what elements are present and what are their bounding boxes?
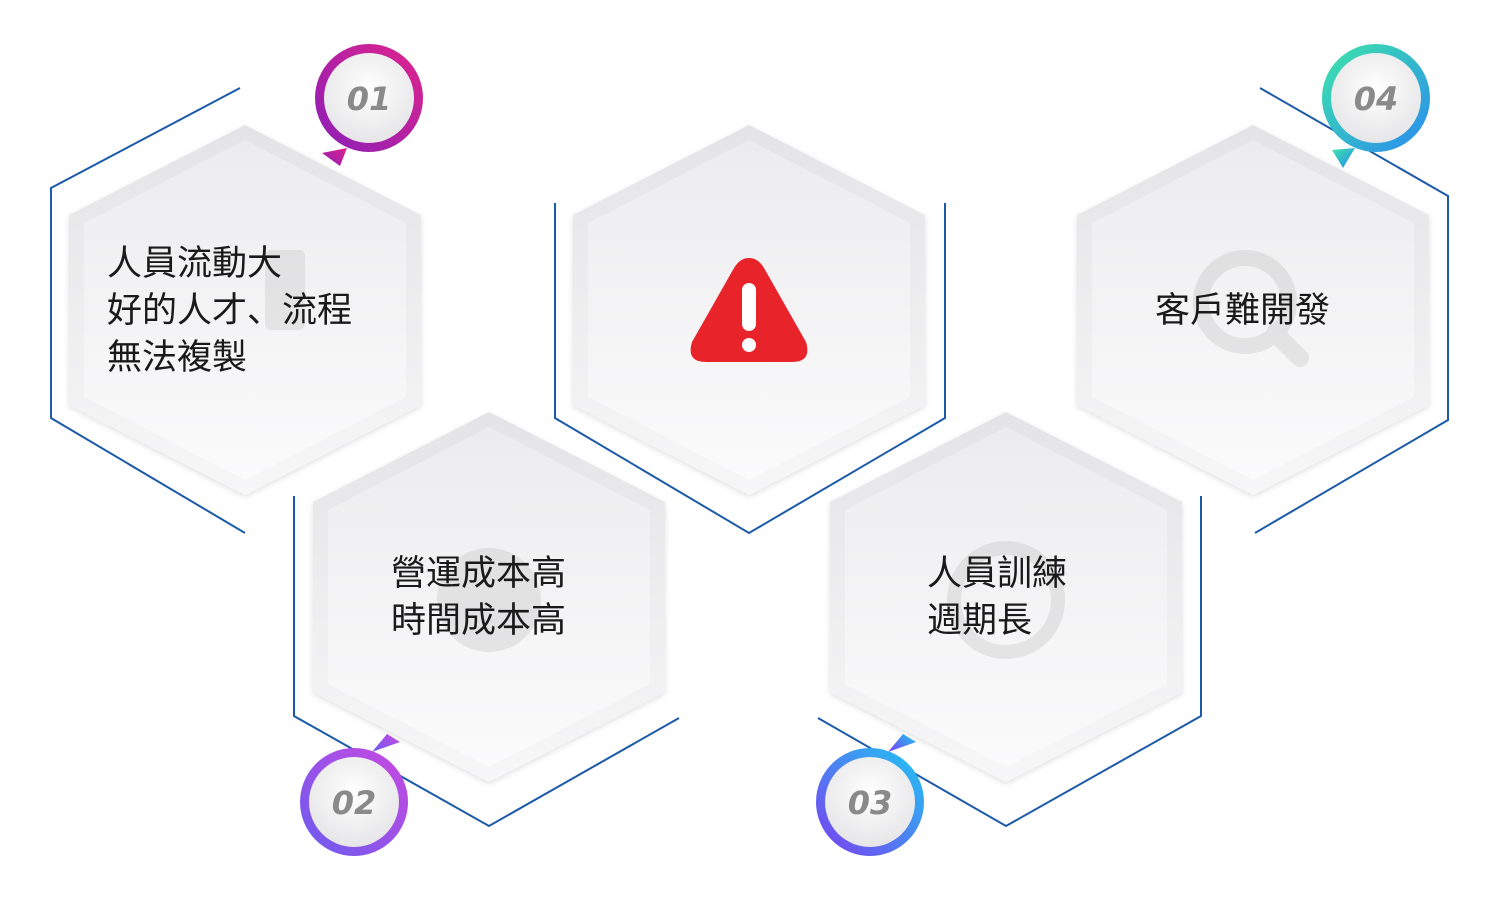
badge-02-number: 02 [332,784,377,822]
item-01-label: 人員流動大 好的人才、流程 無法複製 [107,241,352,382]
people-icon [265,250,305,330]
item-02-label: 營運成本高 時間成本高 [391,551,566,645]
item-03-line-2: 週期長 [927,601,1033,641]
clock-icon [437,548,541,652]
item-04-label: 客戶難開發 [1155,288,1330,335]
item-02-line-1: 營運成本高 [391,554,567,594]
hexagon-03 [817,412,1202,828]
training-icon [947,541,1065,659]
item-04-line-1: 客戶難開發 [1155,291,1331,331]
item-02-line-2: 時間成本高 [391,601,567,641]
item-03-label: 人員訓練 週期長 [927,551,1067,645]
badge-02: 02 [300,734,408,856]
magnifier-icon [1193,250,1309,367]
item-03-line-1: 人員訓練 [927,554,1068,594]
item-01-line-2: 好的人才、流程 [107,291,353,331]
item-01-line-3: 無法複製 [107,338,248,378]
badge-04: 04 [1322,44,1430,168]
badge-01: 01 [315,44,423,166]
hexagon-04 [1077,87,1449,534]
badge-03: 03 [816,734,924,856]
hexagon-center [554,125,946,535]
hexagon-01 [50,87,421,534]
badge-04-number: 04 [1354,80,1399,118]
badge-01-number: 01 [347,80,392,118]
hexagon-02 [293,412,680,828]
warning-icon [690,258,808,362]
badge-03-number: 03 [848,784,893,822]
item-01-line-1: 人員流動大 [107,244,283,284]
